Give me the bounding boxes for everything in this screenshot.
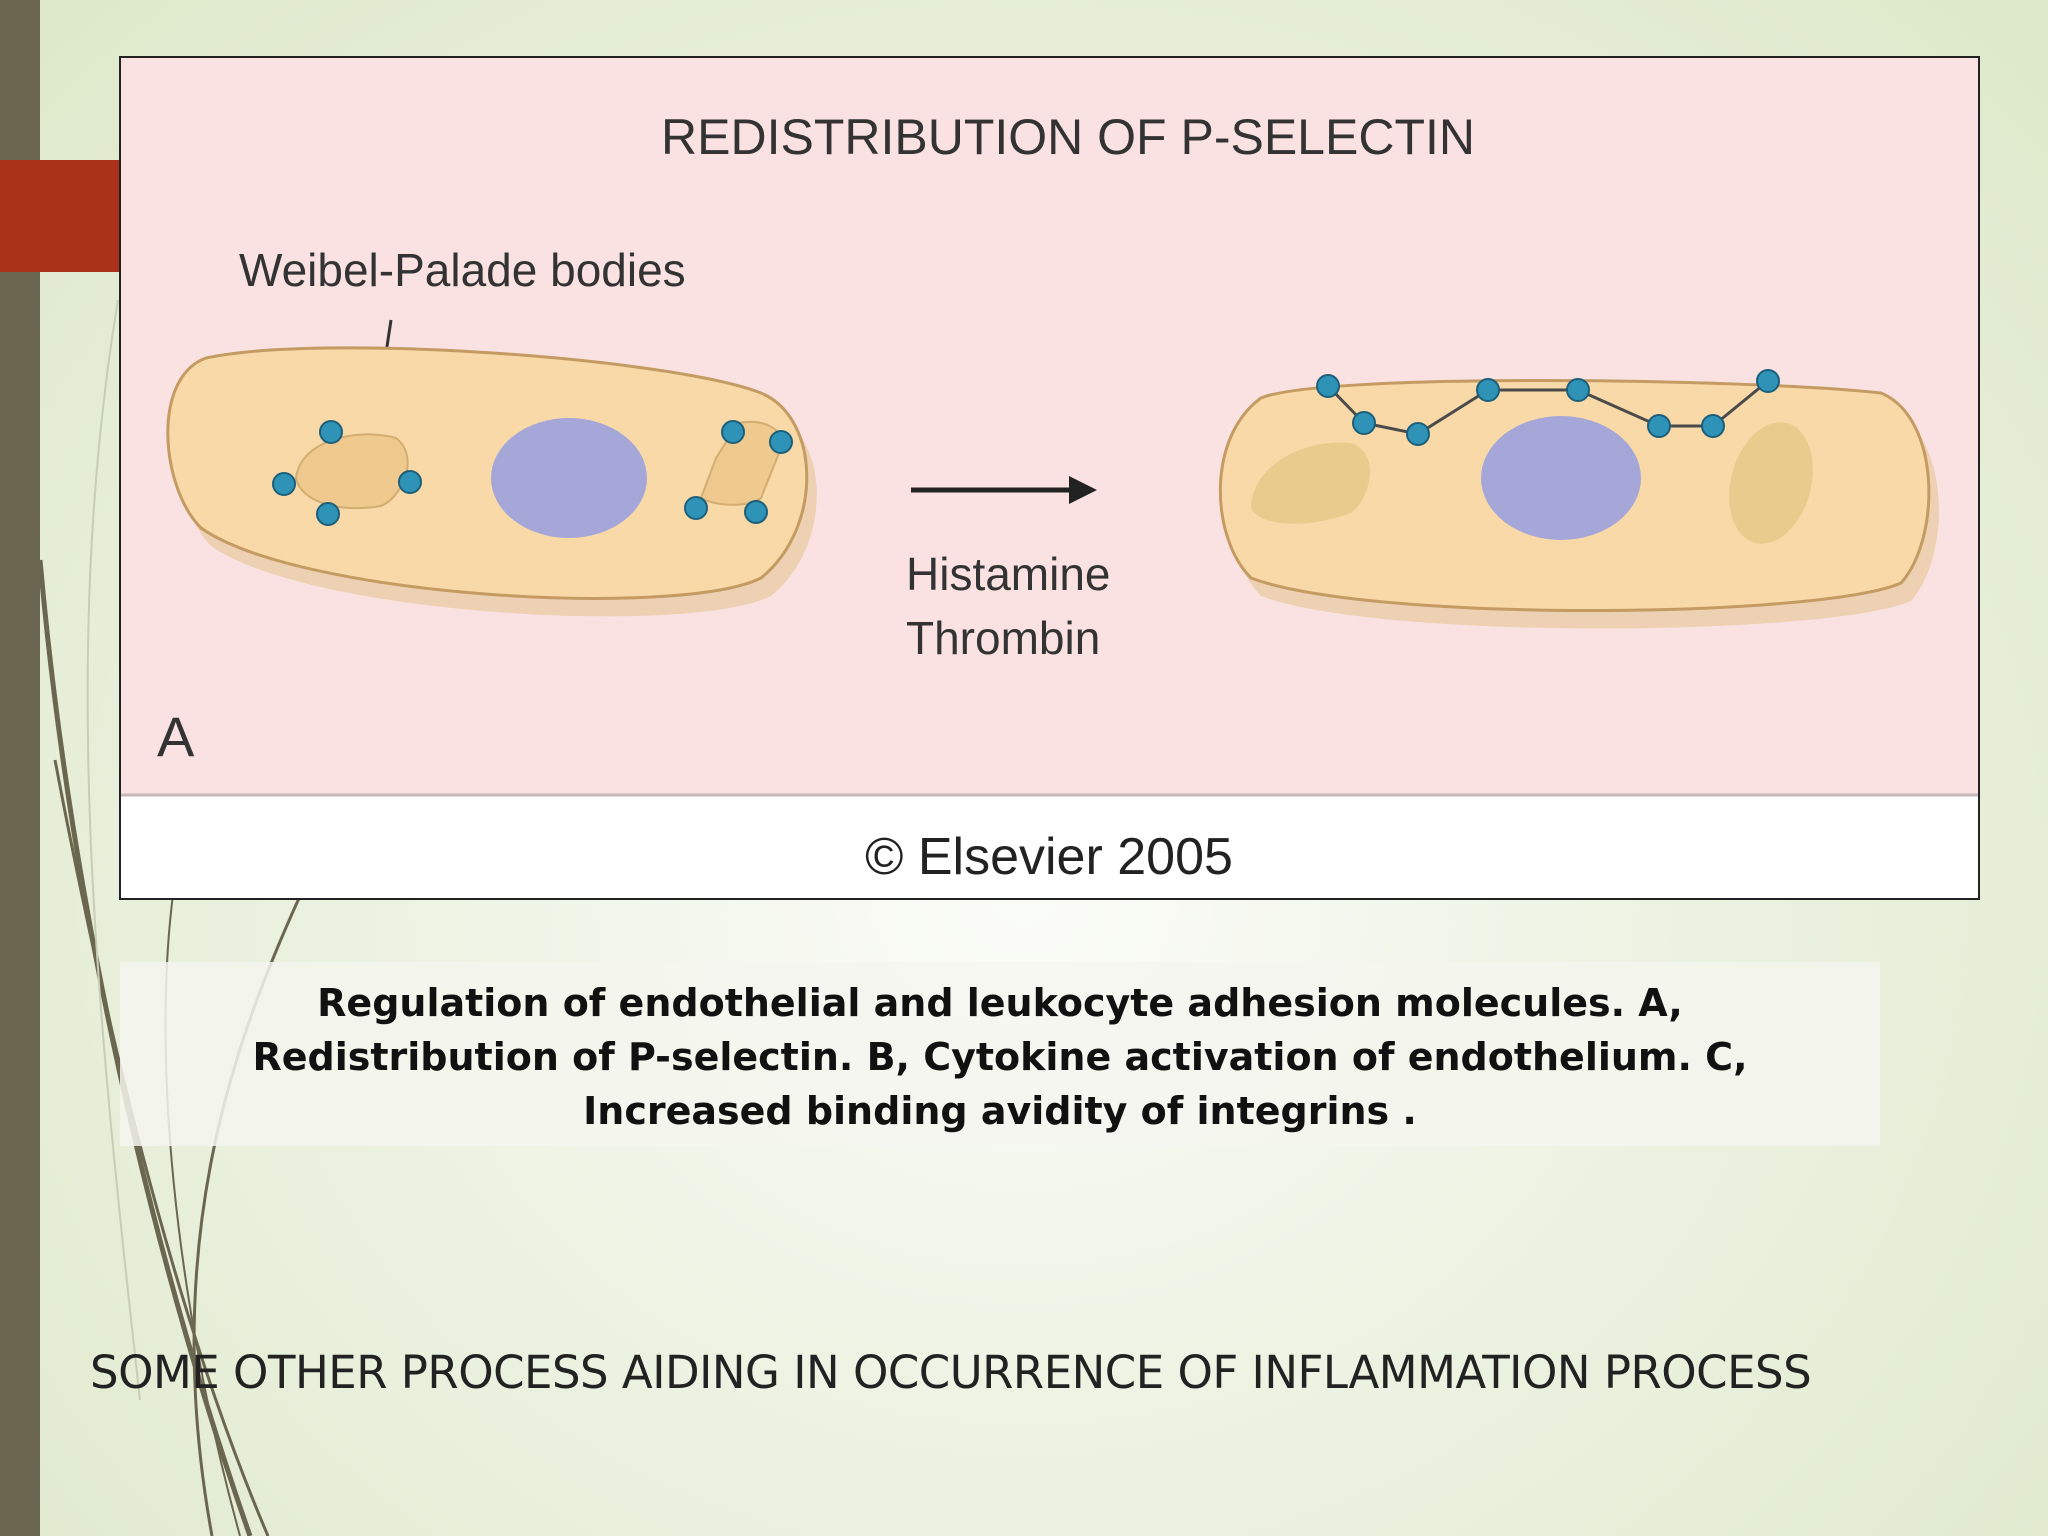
red-accent-block xyxy=(0,160,120,272)
endothelial-cell-left xyxy=(166,346,809,600)
panel-letter: A xyxy=(157,705,195,768)
caption-background xyxy=(120,962,1880,1146)
stimulus-thrombin: Thrombin xyxy=(906,612,1100,664)
weibel-palade-label: Weibel-Palade bodies xyxy=(239,244,686,296)
p-selectin-figure: REDISTRIBUTION OF P-SELECTIN Weibel-Pala… xyxy=(119,56,1980,900)
decorative-curves xyxy=(37,299,302,1536)
nucleus-left xyxy=(491,418,647,538)
figure-caption: Regulation of endothelial and leukocyte … xyxy=(252,981,1748,1133)
weibel-palade-body-2 xyxy=(699,420,783,506)
p-selectin-surface xyxy=(1316,369,1780,446)
emptied-body-1 xyxy=(1251,442,1370,524)
nucleus-right xyxy=(1481,416,1641,540)
stimulus-arrow xyxy=(911,476,1097,504)
cell-before-stimulus xyxy=(166,346,817,617)
figure-diagram: REDISTRIBUTION OF P-SELECTIN Weibel-Pala… xyxy=(121,58,1978,886)
cell-after-stimulus xyxy=(1218,369,1939,629)
figure-title: REDISTRIBUTION OF P-SELECTIN xyxy=(661,109,1475,165)
emptied-body-2 xyxy=(1729,422,1813,544)
stimulus-histamine: Histamine xyxy=(906,548,1111,600)
copyright-notice: © Elsevier 2005 xyxy=(865,828,1233,886)
slide-title: SOME OTHER PROCESS AIDING IN OCCURRENCE … xyxy=(90,1346,1812,1399)
p-selectin-granules-stored xyxy=(272,420,793,526)
